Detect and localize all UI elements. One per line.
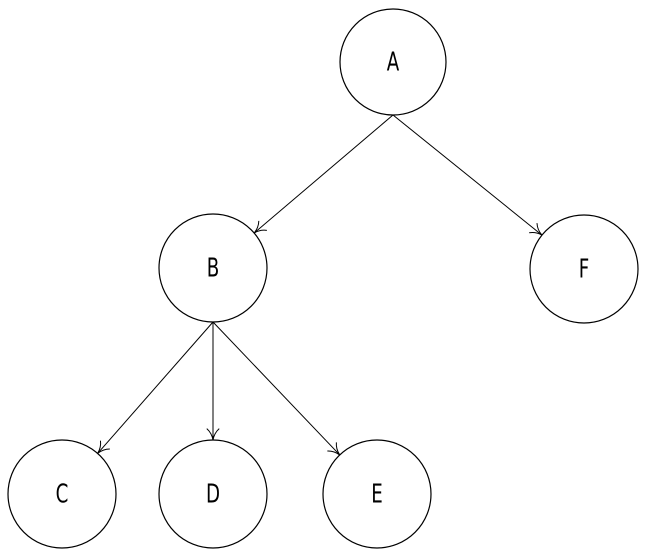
node-c: C bbox=[7, 439, 117, 549]
node-label-b: B bbox=[207, 253, 220, 283]
edge-A-F bbox=[392, 114, 543, 236]
node-label-d: D bbox=[206, 479, 220, 509]
node-label-f: F bbox=[579, 254, 589, 284]
node-d: D bbox=[158, 439, 268, 549]
node-label-e: E bbox=[371, 479, 383, 509]
arrowhead-A-B bbox=[253, 220, 267, 234]
edge-A-B bbox=[253, 114, 394, 234]
node-label-c: C bbox=[56, 479, 69, 509]
edges-layer bbox=[97, 114, 543, 456]
node-circle-c bbox=[7, 439, 117, 549]
arrowhead-A-F bbox=[529, 223, 543, 236]
node-e: E bbox=[322, 439, 432, 549]
node-b: B bbox=[158, 213, 268, 323]
edge-B-E bbox=[212, 321, 341, 456]
edge-B-C bbox=[97, 321, 214, 454]
nodes-layer: A B F C D E bbox=[7, 8, 639, 549]
node-circle-f bbox=[529, 214, 639, 324]
node-a: A bbox=[339, 8, 447, 116]
node-circle-a bbox=[339, 8, 447, 116]
node-label-a: A bbox=[387, 47, 400, 77]
node-circle-d bbox=[158, 439, 268, 549]
node-f: F bbox=[529, 214, 639, 324]
node-circle-e bbox=[322, 439, 432, 549]
node-circle-b bbox=[158, 213, 268, 323]
